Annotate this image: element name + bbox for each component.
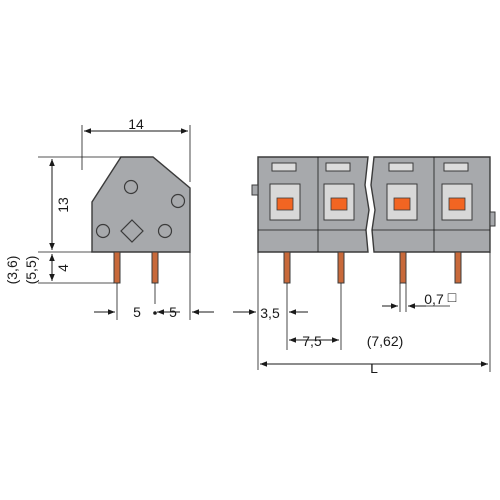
side-pin-left — [113, 251, 121, 284]
side-pin-right — [151, 251, 159, 284]
dim-pin-offset: 3,5 — [260, 305, 280, 321]
dim-pin-length-alt-2: (5,5) — [23, 256, 39, 285]
actuator-1 — [276, 197, 294, 211]
dim-pitch-front: 7,5 — [302, 333, 322, 349]
dim-pitch-left: 5 — [133, 304, 141, 320]
actuator-3 — [393, 197, 411, 211]
actuator-2 — [330, 197, 348, 211]
side-hole-right — [170, 193, 186, 209]
side-hole-bottom — [157, 223, 173, 239]
dim-pin-size-unit: □ — [448, 289, 457, 305]
side-hole-left — [95, 223, 111, 239]
side-hole-top — [123, 179, 139, 195]
side-view: 14 13 4 (3,6) (5,5) 5 5 — [4, 116, 214, 320]
front-housing-right — [370, 156, 491, 253]
front-pin-3 — [399, 251, 407, 284]
slot-2 — [325, 162, 351, 172]
slot-3 — [388, 162, 414, 172]
dim-pin-length-alt-1: (3,6) — [4, 256, 20, 285]
front-tab-right — [489, 211, 496, 227]
dim-pin-length: 4 — [55, 264, 71, 272]
dim-pitch-right: 5 — [169, 304, 177, 320]
front-pin-4 — [454, 251, 462, 284]
side-diamond — [120, 219, 144, 243]
dim-pitch-front-alt: (7,62) — [367, 333, 404, 349]
dim-width-side: 14 — [128, 116, 144, 132]
front-housing-left — [257, 156, 370, 253]
pitch-center-dot — [153, 311, 157, 315]
dim-height-side: 13 — [55, 197, 71, 213]
front-pin-2 — [337, 251, 345, 284]
dim-pin-size: 0,7 — [424, 291, 444, 307]
front-tab-left — [251, 184, 259, 196]
front-pin-1 — [283, 251, 291, 284]
front-view: 3,5 7,5 (7,62) 0,7 □ L — [233, 156, 496, 376]
dim-total-length: L — [370, 360, 378, 376]
slot-4 — [443, 162, 469, 172]
actuator-4 — [448, 197, 466, 211]
slot-1 — [271, 162, 297, 172]
